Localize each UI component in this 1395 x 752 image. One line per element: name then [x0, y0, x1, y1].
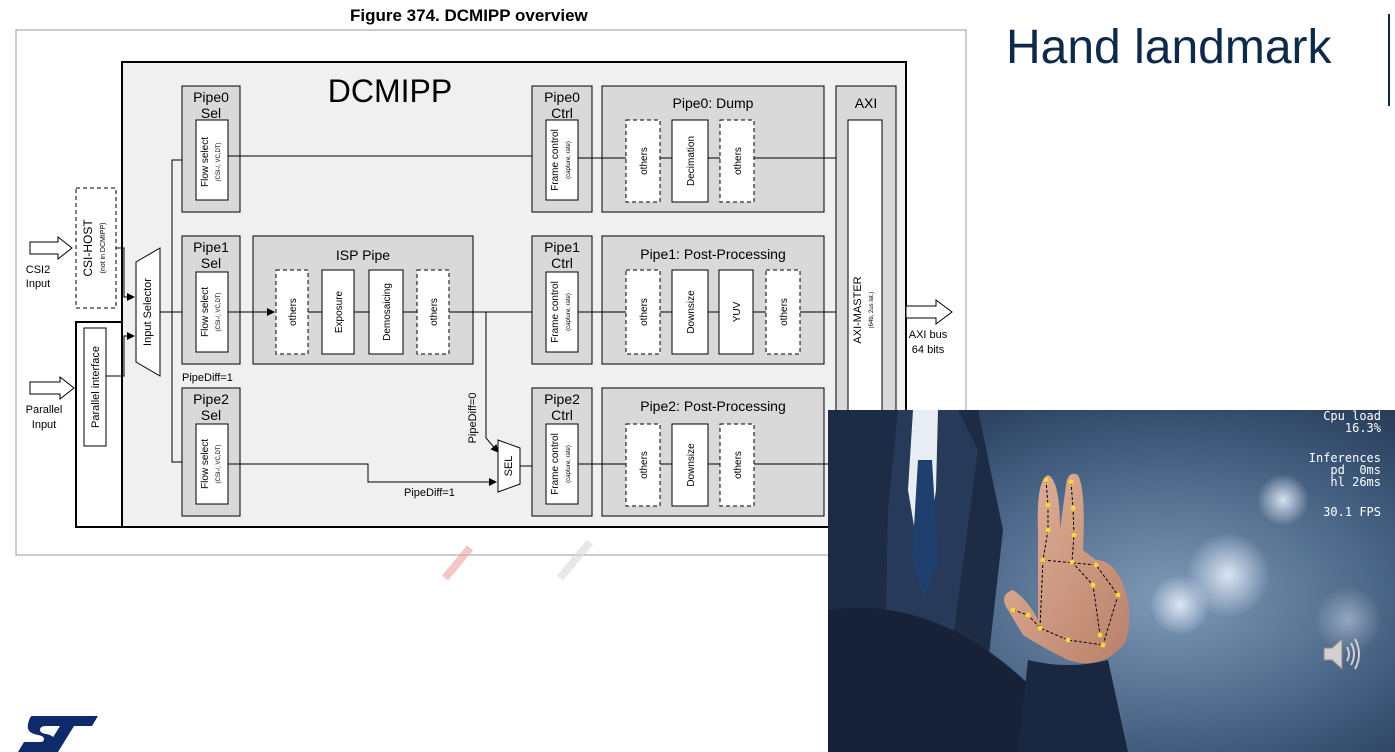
svg-text:Pipe1: Pipe1: [544, 239, 580, 255]
pipe0-ctrl: Pipe0 Ctrl Frame control (capture, rate): [531, 85, 593, 213]
sel-label: SEL: [503, 456, 515, 477]
svg-text:AXI: AXI: [855, 95, 878, 111]
csi-host-note: (not in DCMIPP): [100, 223, 107, 274]
axi-bus-label-2: 64 bits: [912, 344, 945, 356]
svg-text:Ctrl: Ctrl: [551, 407, 573, 423]
svg-text:others: others: [779, 298, 790, 326]
parallel-interface-label: Parallel interface: [90, 346, 102, 428]
svg-text:Flow select: Flow select: [200, 137, 211, 187]
svg-text:Exposure: Exposure: [334, 290, 345, 333]
svg-text:AXI-MASTER: AXI-MASTER: [852, 276, 864, 343]
pipediff-0-label: PipeDiff=0: [467, 393, 479, 444]
pipe1-ctrl: Pipe1 Ctrl Frame control (capture, rate): [531, 235, 593, 365]
svg-text:Downsize: Downsize: [686, 443, 697, 487]
slide-title: Hand landmark: [1006, 21, 1332, 74]
svg-text:Flow select: Flow select: [200, 439, 211, 489]
svg-text:Pipe0: Dump: Pipe0: Dump: [673, 95, 754, 111]
svg-text:Decimation: Decimation: [686, 136, 697, 186]
dcmipp-diagram: DCMIPP CSI-HOST (not in DCMIPP) CSI2 Inp…: [15, 29, 967, 581]
pipe2-post-processing: Pipe2: Post-Processing others Downsize o…: [601, 387, 825, 517]
svg-text:(CSI-/, VC,DT): (CSI-/, VC,DT): [216, 293, 222, 332]
sel-mux: [497, 439, 521, 493]
hand-landmark-video: Cpu load 16.3% Inferences pd 0ms hl 26ms…: [828, 410, 1395, 752]
inference-hl: hl 26ms: [1330, 475, 1381, 489]
svg-text:others: others: [733, 451, 744, 479]
svg-text:(capture, rate): (capture, rate): [566, 445, 572, 483]
svg-text:others: others: [639, 451, 650, 479]
input-selector-label: Input Selector: [142, 278, 154, 346]
svg-text:others: others: [733, 147, 744, 175]
parallel-to-selector-line: [106, 332, 135, 377]
svg-text:Frame control: Frame control: [550, 281, 561, 343]
csi2-input-label-1: CSI2: [26, 264, 50, 276]
dcmipp-outline-left: [75, 321, 122, 528]
svg-text:Frame control: Frame control: [550, 129, 561, 191]
dcmipp-title: DCMIPP: [328, 73, 452, 109]
svg-text:Pipe2: Post-Processing: Pipe2: Post-Processing: [640, 398, 786, 414]
svg-text:Pipe0: Pipe0: [193, 89, 229, 105]
cpu-load-label: Cpu load: [1323, 410, 1381, 423]
pipe0-dump: Pipe0: Dump others Decimation others: [601, 85, 825, 213]
svg-text:(capture, rate): (capture, rate): [566, 293, 572, 331]
csi2-input-label-2: Input: [26, 278, 50, 290]
svg-text:Ctrl: Ctrl: [551, 105, 573, 121]
csi-host-box: [75, 187, 117, 309]
svg-text:Pipe1: Post-Processing: Pipe1: Post-Processing: [640, 246, 786, 262]
svg-text:Demosaicing: Demosaicing: [382, 283, 393, 341]
axi-bus-label-1: AXI bus: [909, 329, 948, 341]
pipe1-sel: Pipe1 Sel Flow select (CSI-/, VC,DT): [181, 235, 241, 365]
svg-text:others: others: [429, 298, 440, 326]
svg-text:Pipe2: Pipe2: [544, 391, 580, 407]
svg-text:Sel: Sel: [201, 407, 221, 423]
isp-pipe: ISP Pipe others Exposure Demosaicing oth…: [252, 235, 474, 365]
title-divider: [1388, 14, 1390, 106]
svg-text:Sel: Sel: [201, 105, 221, 121]
svg-text:Ctrl: Ctrl: [551, 255, 573, 271]
svg-text:(capture, rate): (capture, rate): [566, 141, 572, 179]
svg-text:others: others: [288, 298, 299, 326]
input-selector: [135, 247, 161, 377]
svg-text:YUV: YUV: [732, 301, 743, 322]
st-logo: [18, 716, 98, 752]
pipe2-sel: Pipe2 Sel Flow select (CSI-/, VC,DT): [181, 387, 241, 517]
csi-host-label: CSI-HOST: [81, 219, 95, 277]
svg-text:(CSI-/, VC,DT): (CSI-/, VC,DT): [216, 143, 222, 182]
svg-text:Downsize: Downsize: [686, 290, 697, 334]
svg-text:(64b, 2us lat.): (64b, 2us lat.): [869, 292, 875, 329]
parallel-input-label-2: Input: [32, 419, 56, 431]
parallel-input-arrow: [29, 375, 75, 401]
cpu-load-value: 16.3%: [1344, 421, 1381, 435]
svg-text:Pipe2: Pipe2: [193, 391, 229, 407]
axi-bus-arrow: [905, 299, 953, 325]
speaker-icon[interactable]: [1320, 632, 1364, 676]
svg-text:Flow select: Flow select: [200, 287, 211, 337]
csi2-input-arrow: [29, 235, 73, 261]
isp-to-sel-line: [485, 312, 499, 453]
svg-text:Frame control: Frame control: [550, 433, 561, 495]
pipe0-sel: Pipe0 Sel Flow select (CSI-/, VC,DT): [181, 85, 241, 213]
svg-text:Sel: Sel: [201, 255, 221, 271]
svg-text:Pipe1: Pipe1: [193, 239, 229, 255]
fps-readout: 30.1 FPS: [1323, 505, 1381, 519]
parallel-interface-box: [83, 327, 107, 447]
watermark-red-stroke: [441, 545, 474, 581]
parallel-input-label-1: Parallel: [26, 404, 63, 416]
svg-text:ISP Pipe: ISP Pipe: [336, 247, 390, 263]
pipe2-ctrl: Pipe2 Ctrl Frame control (capture, rate): [531, 387, 593, 517]
video-frame: [828, 410, 1395, 752]
svg-text:others: others: [639, 147, 650, 175]
inference-pd: pd 0ms: [1330, 463, 1381, 477]
watermark-grey-stroke: [556, 539, 594, 581]
pipe2-sel-to-sel-line: [228, 463, 497, 486]
svg-text:others: others: [639, 298, 650, 326]
landmark-overlay: [1012, 479, 1119, 646]
csi-to-selector-line: [116, 247, 135, 301]
pipe1-post-processing: Pipe1: Post-Processing others Downsize Y…: [601, 235, 825, 365]
figure-caption: Figure 374. DCMIPP overview: [350, 6, 588, 25]
inferences-label: Inferences: [1308, 451, 1381, 465]
svg-text:Pipe0: Pipe0: [544, 89, 580, 105]
svg-text:(CSI-/, VC,DT): (CSI-/, VC,DT): [216, 445, 222, 484]
pipediff-label-1: PipeDiff=1: [182, 372, 233, 384]
pipediff-1-label-2: PipeDiff=1: [404, 487, 455, 499]
